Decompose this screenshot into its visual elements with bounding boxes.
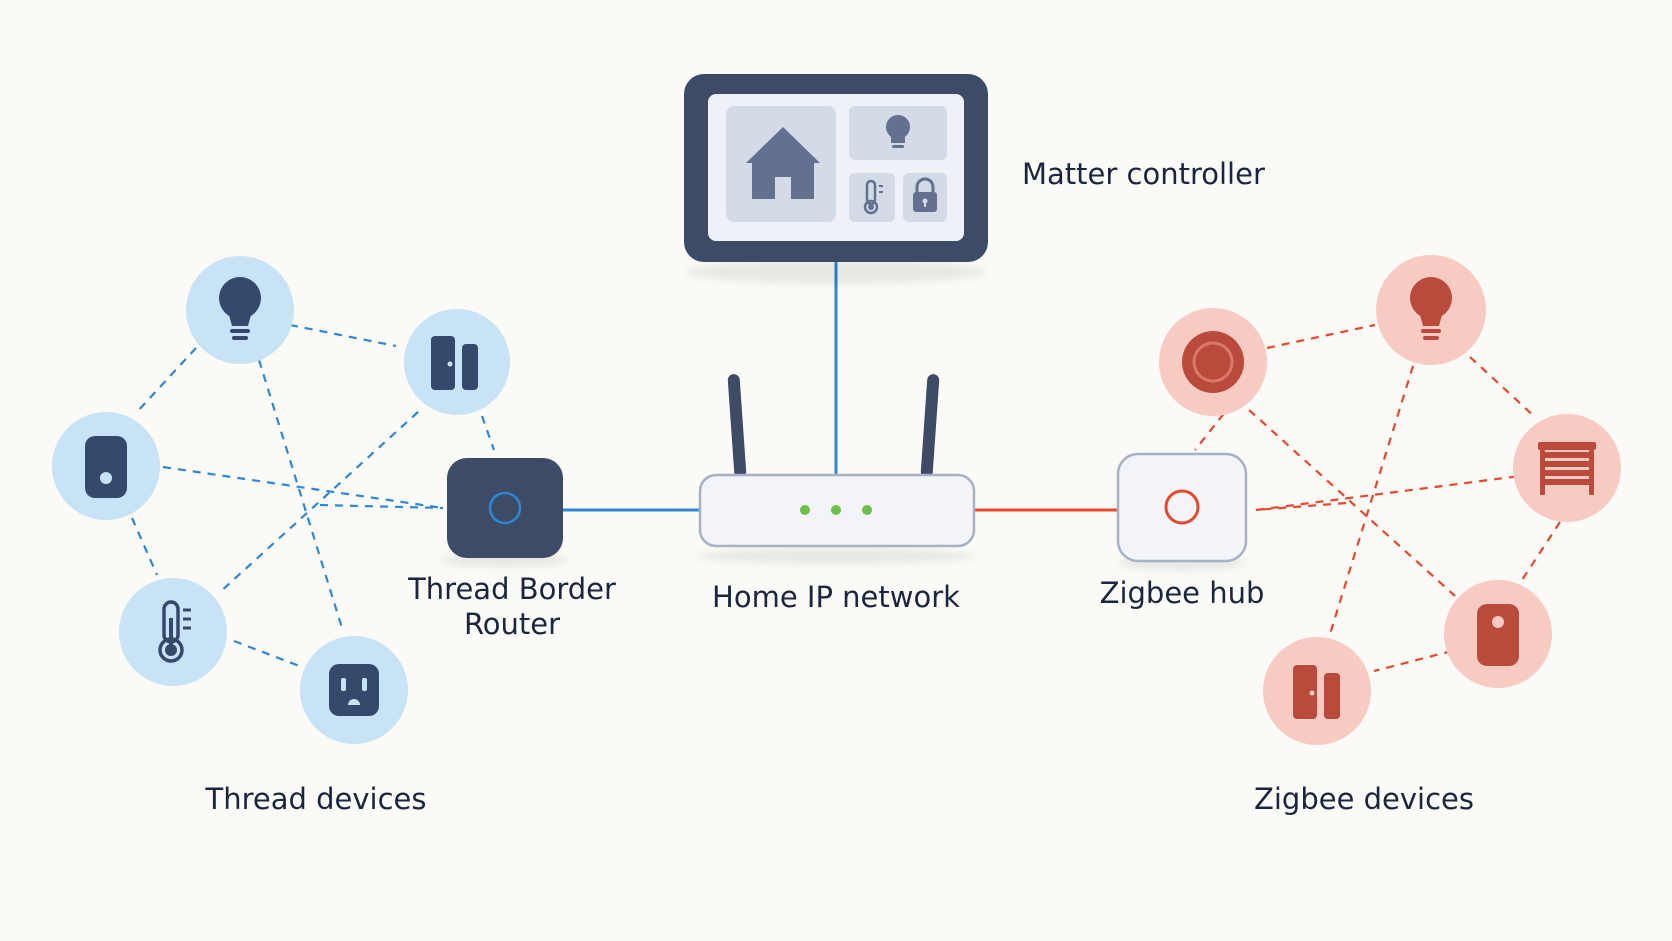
zigbee-link [1255, 474, 1521, 512]
thread-device-bulb [186, 256, 294, 364]
thread-link [233, 639, 303, 669]
lock-icon [913, 177, 937, 212]
thread-link [289, 323, 397, 348]
lightbulb-icon [886, 115, 910, 148]
thread-border-router-label-line-2: Router [463, 607, 561, 641]
thread-devices-label: Thread devices [205, 782, 427, 816]
sensor-icon [85, 436, 127, 498]
zigbee-device-motion-sensor [1444, 580, 1552, 688]
thread-device-thermostat [119, 578, 227, 686]
matter-controller [684, 74, 988, 284]
zigbee-link [1194, 401, 1234, 451]
door-sensor-icon [431, 336, 478, 390]
zigbee-device-contact-sensor [1263, 637, 1371, 745]
thread-link [257, 359, 344, 629]
thread-link [130, 517, 159, 576]
status-ring-icon [1164, 489, 1200, 525]
controller-tile-thermo [849, 173, 895, 222]
router-led [831, 505, 841, 515]
thread-link [162, 465, 444, 510]
zigbee-link [1469, 356, 1537, 419]
zigbee-mesh-links [1194, 323, 1561, 673]
zigbee-device-blinds [1513, 414, 1621, 522]
zigbee-device-bulb [1376, 255, 1486, 365]
thermometer-icon [863, 179, 883, 215]
lightbulb-icon [1410, 277, 1452, 340]
matter-controller-label: Matter controller [1022, 157, 1265, 191]
thread-link [218, 411, 419, 594]
router-led [862, 505, 872, 515]
thermometer-icon [158, 600, 191, 663]
home-ip-network-label: Home IP network [712, 580, 960, 614]
zigbee-link [1521, 521, 1561, 581]
thread-border-router [441, 458, 569, 567]
zigbee-hub [1116, 452, 1248, 570]
button-icon [1182, 331, 1244, 393]
zigbee-link [1255, 501, 1347, 512]
lightbulb-icon [219, 277, 261, 340]
thread-link [135, 347, 197, 414]
thread-device-smart-plug [300, 636, 408, 744]
blinds-icon [1538, 442, 1596, 495]
status-ring-icon [488, 491, 522, 525]
zigbee-link [1266, 323, 1376, 350]
zigbee-link [1373, 649, 1453, 673]
thread-mesh-links [130, 323, 496, 669]
door-sensor-icon [1293, 665, 1340, 719]
zigbee-link [1237, 399, 1456, 597]
thread-border-router-label-line-1: Thread Border [408, 572, 616, 606]
router-antenna-right [920, 374, 940, 478]
router-antenna-left [727, 374, 747, 478]
zigbee-devices-label: Zigbee devices [1253, 782, 1474, 816]
outlet-icon [329, 664, 379, 716]
router-led [800, 505, 810, 515]
home-ip-router [696, 374, 976, 564]
thread-link [480, 415, 496, 451]
zigbee-device-button [1159, 308, 1267, 416]
thread-link [319, 503, 444, 510]
thread-device-motion-sensor [52, 412, 160, 520]
sensor-icon [1477, 604, 1519, 666]
home-icon [746, 127, 820, 199]
zigbee-hub-label: Zigbee hub [1099, 576, 1265, 610]
thread-device-contact-sensor [404, 309, 510, 415]
zigbee-link [1323, 365, 1415, 651]
thread-border-router-label: Thread Border Router [392, 572, 632, 642]
